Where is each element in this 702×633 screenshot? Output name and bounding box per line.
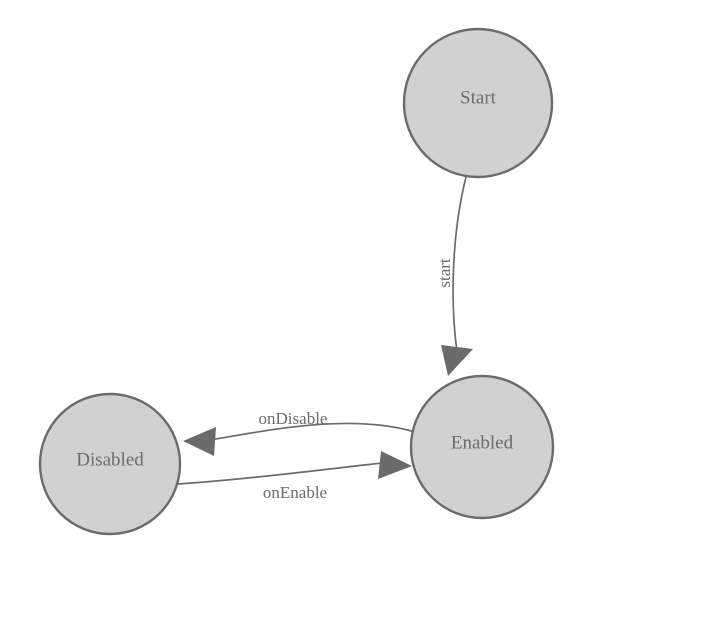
node-start-circle [402,27,554,179]
node-disabled-label: Disabled [76,449,144,470]
edge-start-to-enabled-arrowhead [441,345,473,376]
edge-start-to-enabled[interactable]: start [435,176,473,376]
edge-enabled-to-disabled[interactable]: onDisable [183,409,416,456]
node-start-label: Start [460,87,497,108]
edge-label-onenable: onEnable [263,483,327,502]
node-enabled-circle [409,374,555,520]
node-enabled-label: Enabled [451,432,514,453]
edge-disabled-to-enabled[interactable]: onEnable [177,451,412,502]
edge-enabled-to-disabled-arrowhead [183,427,216,456]
edge-label-start: start [435,258,454,288]
node-disabled[interactable]: Disabled [38,392,182,536]
edge-disabled-to-enabled-arrowhead [378,451,412,479]
edge-enabled-to-disabled-path [209,422,416,441]
edge-disabled-to-enabled-path [177,462,383,485]
node-enabled[interactable]: Enabled [409,374,555,520]
edge-label-ondisable: onDisable [259,409,328,428]
edge-start-to-enabled-path [452,176,467,353]
node-disabled-circle [38,392,182,536]
node-start[interactable]: Start [402,27,554,179]
